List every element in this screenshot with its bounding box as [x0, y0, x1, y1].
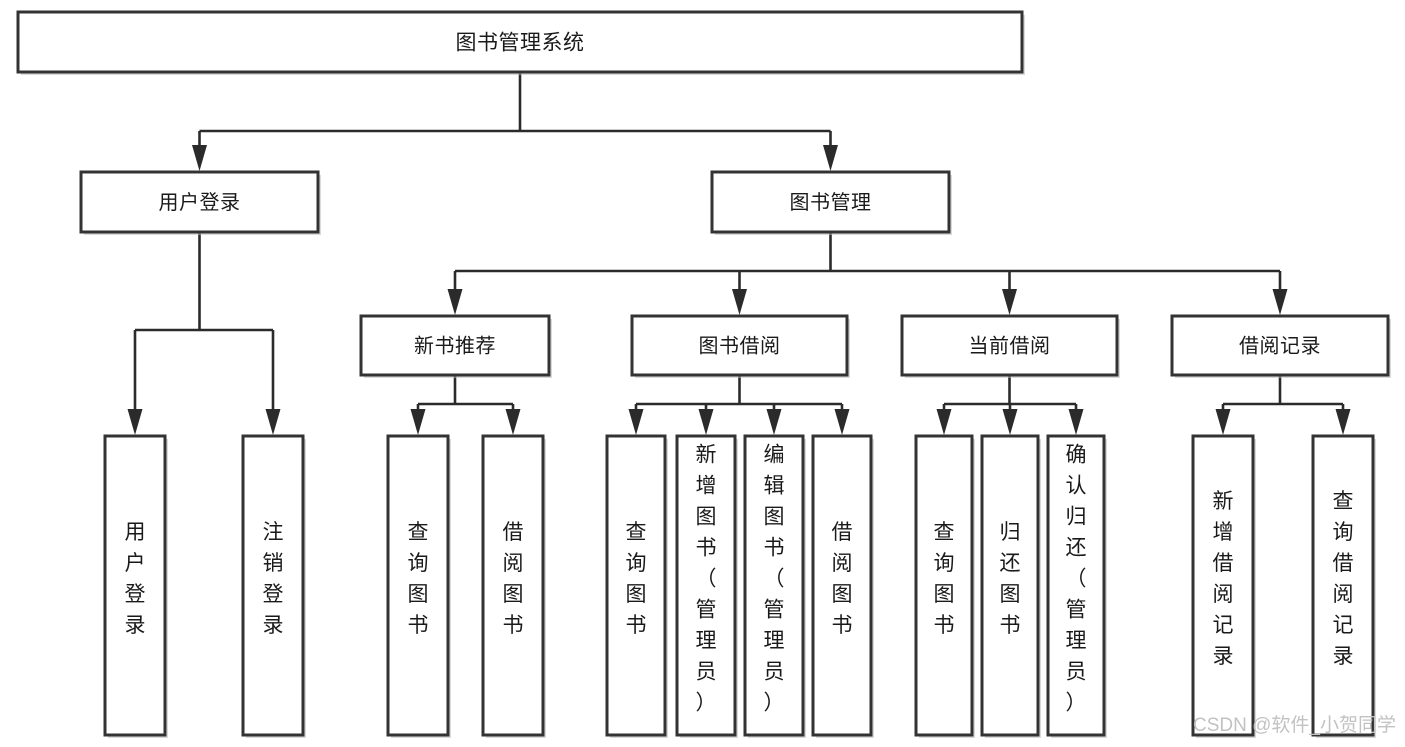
- node-label: 确认归还（管理员）: [1066, 444, 1087, 715]
- node-rect[interactable]: [710, 170, 951, 234]
- node-rect[interactable]: [79, 170, 320, 234]
- node-rect[interactable]: [481, 434, 545, 737]
- connector-group-borrow-record: [1215, 375, 1351, 435]
- node-label: 借阅图书: [832, 521, 853, 637]
- node-label: 注销登录: [263, 521, 284, 637]
- node-rect[interactable]: [359, 314, 551, 377]
- connector-group-user-login: [127, 232, 281, 435]
- connector-group-current-borrow: [936, 375, 1084, 435]
- connector-group-new-book-rec: [410, 375, 521, 435]
- node-feature-leaf-query-book-2[interactable]: 查询图书: [605, 434, 668, 738]
- node-feature-leaf-query-book-3[interactable]: 查询图书: [914, 434, 975, 738]
- node-label: 归还图书: [1000, 521, 1021, 637]
- node-rect[interactable]: [914, 434, 974, 737]
- connector-group-book-borrow: [628, 375, 850, 435]
- node-rect[interactable]: [1046, 434, 1106, 737]
- node-submodule-book-borrow[interactable]: 图书借阅: [630, 314, 850, 378]
- connector-arrowhead: [698, 409, 714, 435]
- connector-group-root: [192, 72, 838, 171]
- node-rect[interactable]: [241, 434, 305, 737]
- node-rect[interactable]: [16, 10, 1024, 74]
- node-submodule-borrow-record[interactable]: 借阅记录: [1170, 314, 1391, 378]
- node-feature-leaf-confirm-return[interactable]: 确认归还（管理员）: [1046, 434, 1107, 738]
- connector-arrowhead: [1215, 409, 1231, 435]
- node-rect[interactable]: [103, 434, 167, 737]
- connector-arrowhead: [1272, 289, 1288, 315]
- node-label: 用户登录: [125, 521, 146, 637]
- connector-arrowhead: [834, 409, 850, 435]
- node-feature-leaf-add-book[interactable]: 新增图书（管理员）: [675, 434, 738, 738]
- node-rect[interactable]: [1191, 434, 1255, 737]
- node-rect[interactable]: [980, 434, 1040, 737]
- connector-arrowhead: [1002, 289, 1017, 315]
- node-module-book-manage[interactable]: 图书管理: [710, 170, 952, 235]
- node-feature-leaf-borrow-book-1[interactable]: 借阅图书: [481, 434, 546, 738]
- connector-arrowhead: [127, 409, 143, 435]
- node-layer: 图书管理系统用户登录图书管理新书推荐图书借阅当前借阅借阅记录用户登录注销登录查询…: [16, 10, 1391, 738]
- node-label: 用户登录: [159, 191, 241, 214]
- connector-arrowhead: [732, 289, 747, 315]
- node-label: 查询图书: [626, 521, 647, 637]
- node-label: 图书管理系统: [456, 32, 585, 55]
- node-label: 图书管理: [790, 191, 872, 214]
- node-feature-leaf-query-book-1[interactable]: 查询图书: [386, 434, 451, 738]
- connector-arrowhead: [766, 409, 782, 435]
- node-rect[interactable]: [900, 314, 1119, 377]
- node-feature-leaf-logout[interactable]: 注销登录: [241, 434, 306, 738]
- connector-layer: [127, 72, 1351, 435]
- node-rect[interactable]: [1170, 314, 1390, 377]
- node-label: 当前借阅: [969, 335, 1051, 358]
- node-feature-leaf-edit-book[interactable]: 编辑图书（管理员）: [743, 434, 806, 738]
- node-rect[interactable]: [811, 434, 873, 737]
- node-label: 查询图书: [408, 521, 429, 637]
- node-submodule-current-borrow[interactable]: 当前借阅: [900, 314, 1120, 378]
- connector-arrowhead: [1068, 409, 1084, 435]
- connector-arrowhead: [192, 145, 207, 171]
- node-rect[interactable]: [386, 434, 450, 737]
- node-label: 新书推荐: [414, 335, 496, 358]
- node-label: 查询借阅记录: [1333, 490, 1354, 668]
- node-label: 借阅记录: [1239, 335, 1321, 358]
- node-feature-leaf-add-record[interactable]: 新增借阅记录: [1191, 434, 1256, 738]
- node-rect[interactable]: [743, 434, 805, 737]
- node-rect[interactable]: [605, 434, 667, 737]
- node-label: 图书借阅: [699, 335, 781, 358]
- node-feature-leaf-return-book[interactable]: 归还图书: [980, 434, 1041, 738]
- node-rect[interactable]: [1311, 434, 1375, 737]
- node-label: 新增图书（管理员）: [696, 444, 717, 715]
- node-label: 借阅图书: [503, 521, 524, 637]
- node-submodule-new-book-rec[interactable]: 新书推荐: [359, 314, 552, 378]
- connector-arrowhead: [1002, 409, 1018, 435]
- connector-arrowhead: [410, 409, 426, 435]
- node-rect[interactable]: [675, 434, 737, 737]
- connector-arrowhead: [936, 409, 952, 435]
- node-feature-leaf-borrow-book-2[interactable]: 借阅图书: [811, 434, 874, 738]
- connector-arrowhead: [628, 409, 644, 435]
- connector-group-book-manage: [447, 232, 1288, 315]
- connector-arrowhead: [447, 289, 463, 315]
- node-feature-leaf-user-login[interactable]: 用户登录: [103, 434, 168, 738]
- node-label: 查询图书: [934, 521, 955, 637]
- connector-arrowhead: [265, 409, 281, 435]
- node-feature-leaf-query-record[interactable]: 查询借阅记录: [1311, 434, 1376, 738]
- node-module-user-login[interactable]: 用户登录: [79, 170, 321, 235]
- node-label: 编辑图书（管理员）: [764, 444, 785, 715]
- connector-arrowhead: [1335, 409, 1351, 435]
- node-rect[interactable]: [630, 314, 849, 377]
- connector-arrowhead: [505, 409, 521, 435]
- csdn-watermark: CSDN @软件_小贺同学: [1193, 714, 1396, 736]
- connector-arrowhead: [823, 145, 838, 171]
- node-label: 新增借阅记录: [1213, 490, 1234, 668]
- node-root-图书管理系统[interactable]: 图书管理系统: [16, 10, 1025, 75]
